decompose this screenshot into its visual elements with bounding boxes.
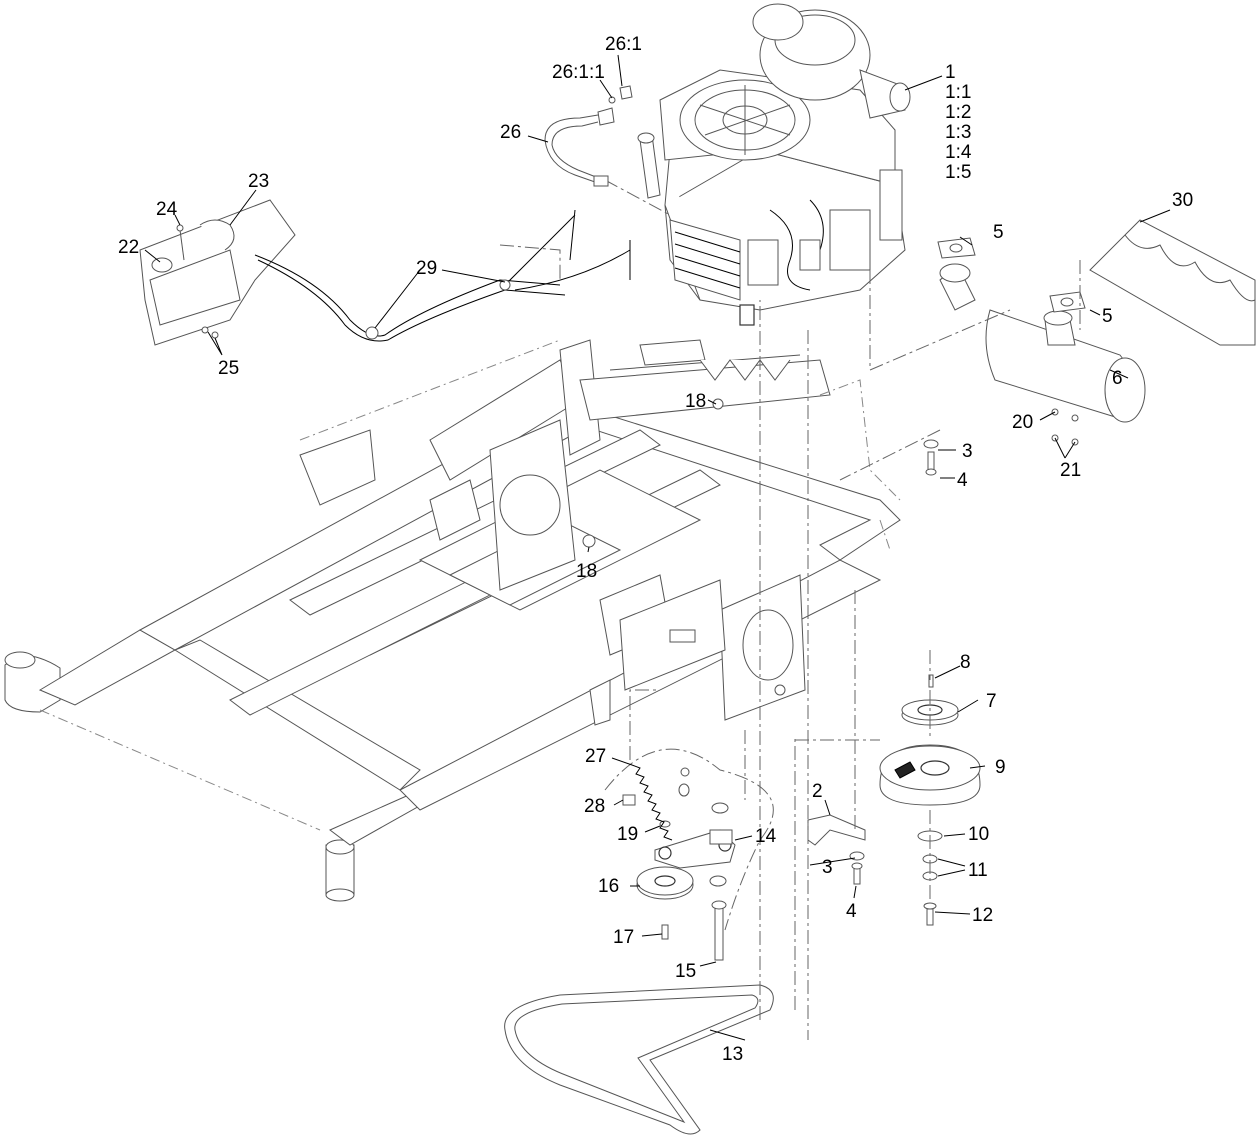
fuel-hose-assembly bbox=[544, 85, 633, 187]
pto-clutch-assembly bbox=[795, 650, 981, 926]
chassis-frame bbox=[4, 339, 901, 902]
callout-1: 1 bbox=[945, 62, 956, 83]
callout-16: 16 bbox=[598, 876, 619, 897]
callout-28: 28 bbox=[584, 796, 605, 817]
engine-assembly bbox=[604, 3, 911, 326]
callout-20: 20 bbox=[1012, 412, 1033, 433]
callout-26: 26 bbox=[500, 122, 521, 143]
callout-3-upper: 3 bbox=[962, 441, 973, 462]
callout-1-3: 1:3 bbox=[945, 122, 971, 143]
callout-7: 7 bbox=[986, 691, 997, 712]
clutch-bracket bbox=[807, 814, 866, 885]
callout-5-upper: 5 bbox=[993, 222, 1004, 243]
callout-22: 22 bbox=[118, 237, 139, 258]
callout-15: 15 bbox=[675, 961, 696, 982]
leader-lines bbox=[144, 54, 1171, 1041]
callout-26-1: 26:1 bbox=[605, 34, 642, 55]
callout-18-upper: 18 bbox=[685, 391, 706, 412]
throttle-control-panel bbox=[139, 199, 296, 346]
callout-29: 29 bbox=[416, 258, 437, 279]
callout-5-lower: 5 bbox=[1102, 306, 1113, 327]
callout-13: 13 bbox=[722, 1044, 743, 1065]
heat-shield bbox=[1089, 219, 1256, 346]
callout-27: 27 bbox=[585, 746, 606, 767]
callout-30: 30 bbox=[1172, 190, 1193, 211]
callout-1-1: 1:1 bbox=[945, 82, 971, 103]
callout-4-lower: 4 bbox=[846, 901, 857, 922]
callout-6: 6 bbox=[1112, 368, 1123, 389]
muffler-assembly bbox=[869, 237, 1146, 446]
callout-25: 25 bbox=[218, 358, 239, 379]
callout-12: 12 bbox=[972, 905, 993, 926]
callout-3-lower: 3 bbox=[822, 857, 833, 878]
callout-4-upper: 4 bbox=[957, 470, 968, 491]
callout-23: 23 bbox=[248, 171, 269, 192]
callout-8: 8 bbox=[960, 652, 971, 673]
callout-2: 2 bbox=[812, 781, 823, 802]
callout-1-5: 1:5 bbox=[945, 162, 971, 183]
callout-18-lower: 18 bbox=[576, 561, 597, 582]
callout-labels: 1 1:1 1:2 1:3 1:4 1:5 2 3 3 4 4 5 5 6 7 … bbox=[118, 34, 1193, 1065]
callout-10: 10 bbox=[968, 824, 989, 845]
callout-14: 14 bbox=[755, 826, 777, 847]
drive-belt bbox=[504, 300, 856, 1135]
callout-1-2: 1:2 bbox=[945, 102, 971, 123]
callout-9: 9 bbox=[995, 757, 1006, 778]
mount-hardware bbox=[582, 398, 941, 548]
callout-11: 11 bbox=[968, 860, 988, 881]
callout-26-1-1: 26:1:1 bbox=[552, 62, 605, 83]
callout-17: 17 bbox=[613, 927, 634, 948]
callout-24: 24 bbox=[156, 199, 178, 220]
idler-assembly bbox=[604, 689, 774, 961]
wire-harness bbox=[254, 209, 631, 342]
callout-19: 19 bbox=[617, 824, 638, 845]
callout-21: 21 bbox=[1060, 460, 1081, 481]
callout-1-4: 1:4 bbox=[945, 142, 972, 163]
